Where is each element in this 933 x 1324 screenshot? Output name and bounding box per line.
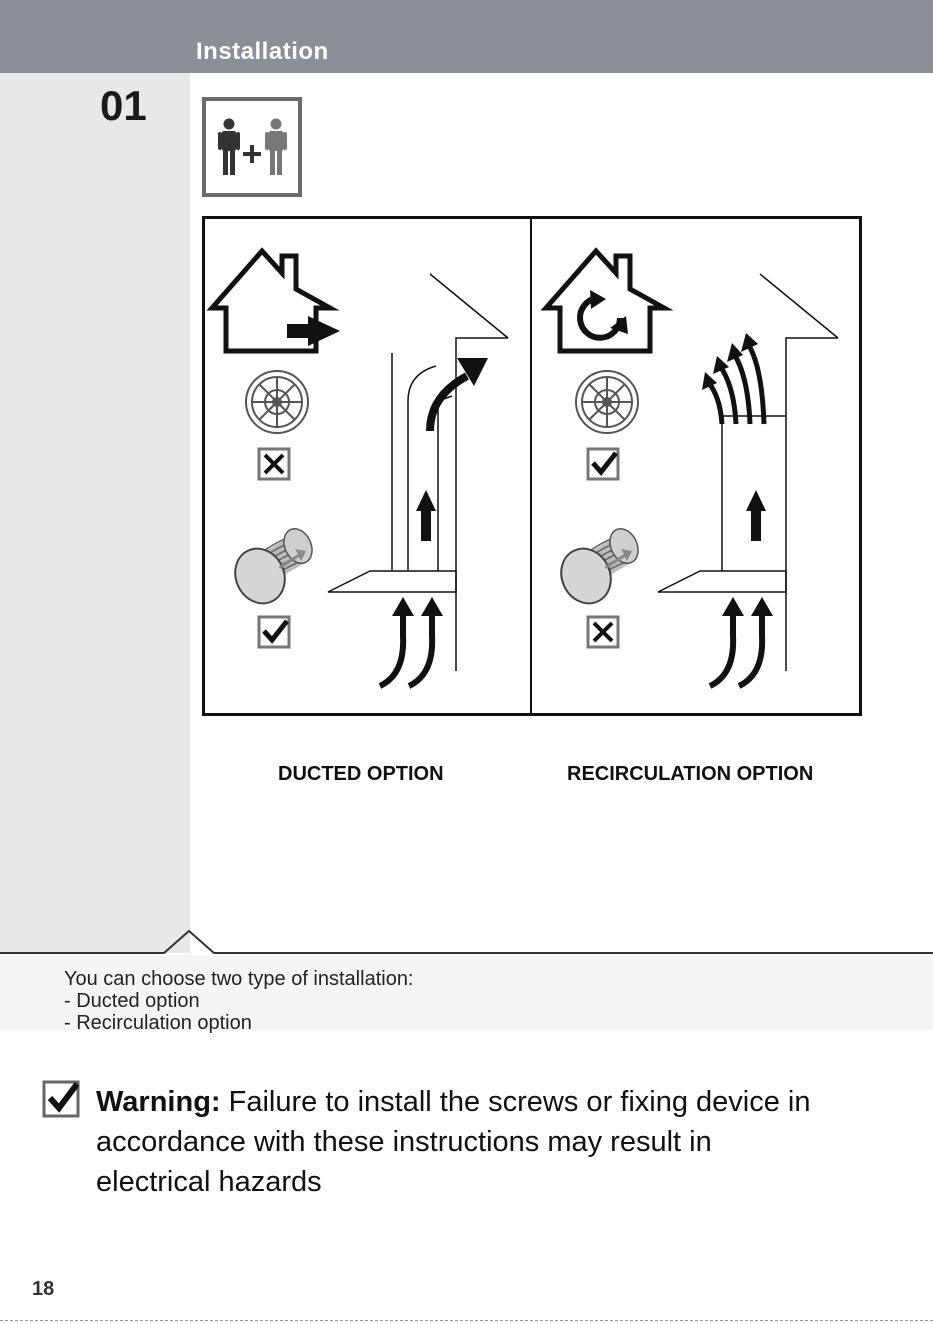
grease-filter-icon — [576, 371, 638, 433]
warning-label: Warning: — [96, 1086, 221, 1118]
info-line-ducted: - Ducted option — [64, 990, 414, 1012]
cross-icon — [259, 449, 289, 479]
side-panel — [0, 73, 190, 953]
bottom-rule — [0, 1320, 933, 1321]
check-icon — [259, 617, 289, 647]
info-line-recirculation: - Recirculation option — [64, 1012, 414, 1034]
ducted-option-caption: DUCTED OPTION — [278, 763, 444, 786]
recirculation-option-caption: RECIRCULATION OPTION — [567, 763, 813, 786]
grease-filter-icon — [246, 371, 308, 433]
page-number: 18 — [32, 1278, 54, 1301]
page-title: Installation — [196, 38, 329, 66]
check-icon — [588, 449, 618, 479]
cross-icon — [588, 617, 618, 647]
header-bar — [0, 0, 933, 73]
two-person-install-icon — [202, 97, 302, 197]
info-line-intro: You can choose two type of installation: — [64, 968, 414, 990]
installation-options-diagram — [202, 216, 862, 716]
step-number: 01 — [100, 82, 147, 130]
info-text: You can choose two type of installation:… — [64, 968, 414, 1034]
checkbox-check-icon — [42, 1078, 82, 1118]
warning-text: Warning: Failure to install the screws o… — [96, 1082, 816, 1202]
